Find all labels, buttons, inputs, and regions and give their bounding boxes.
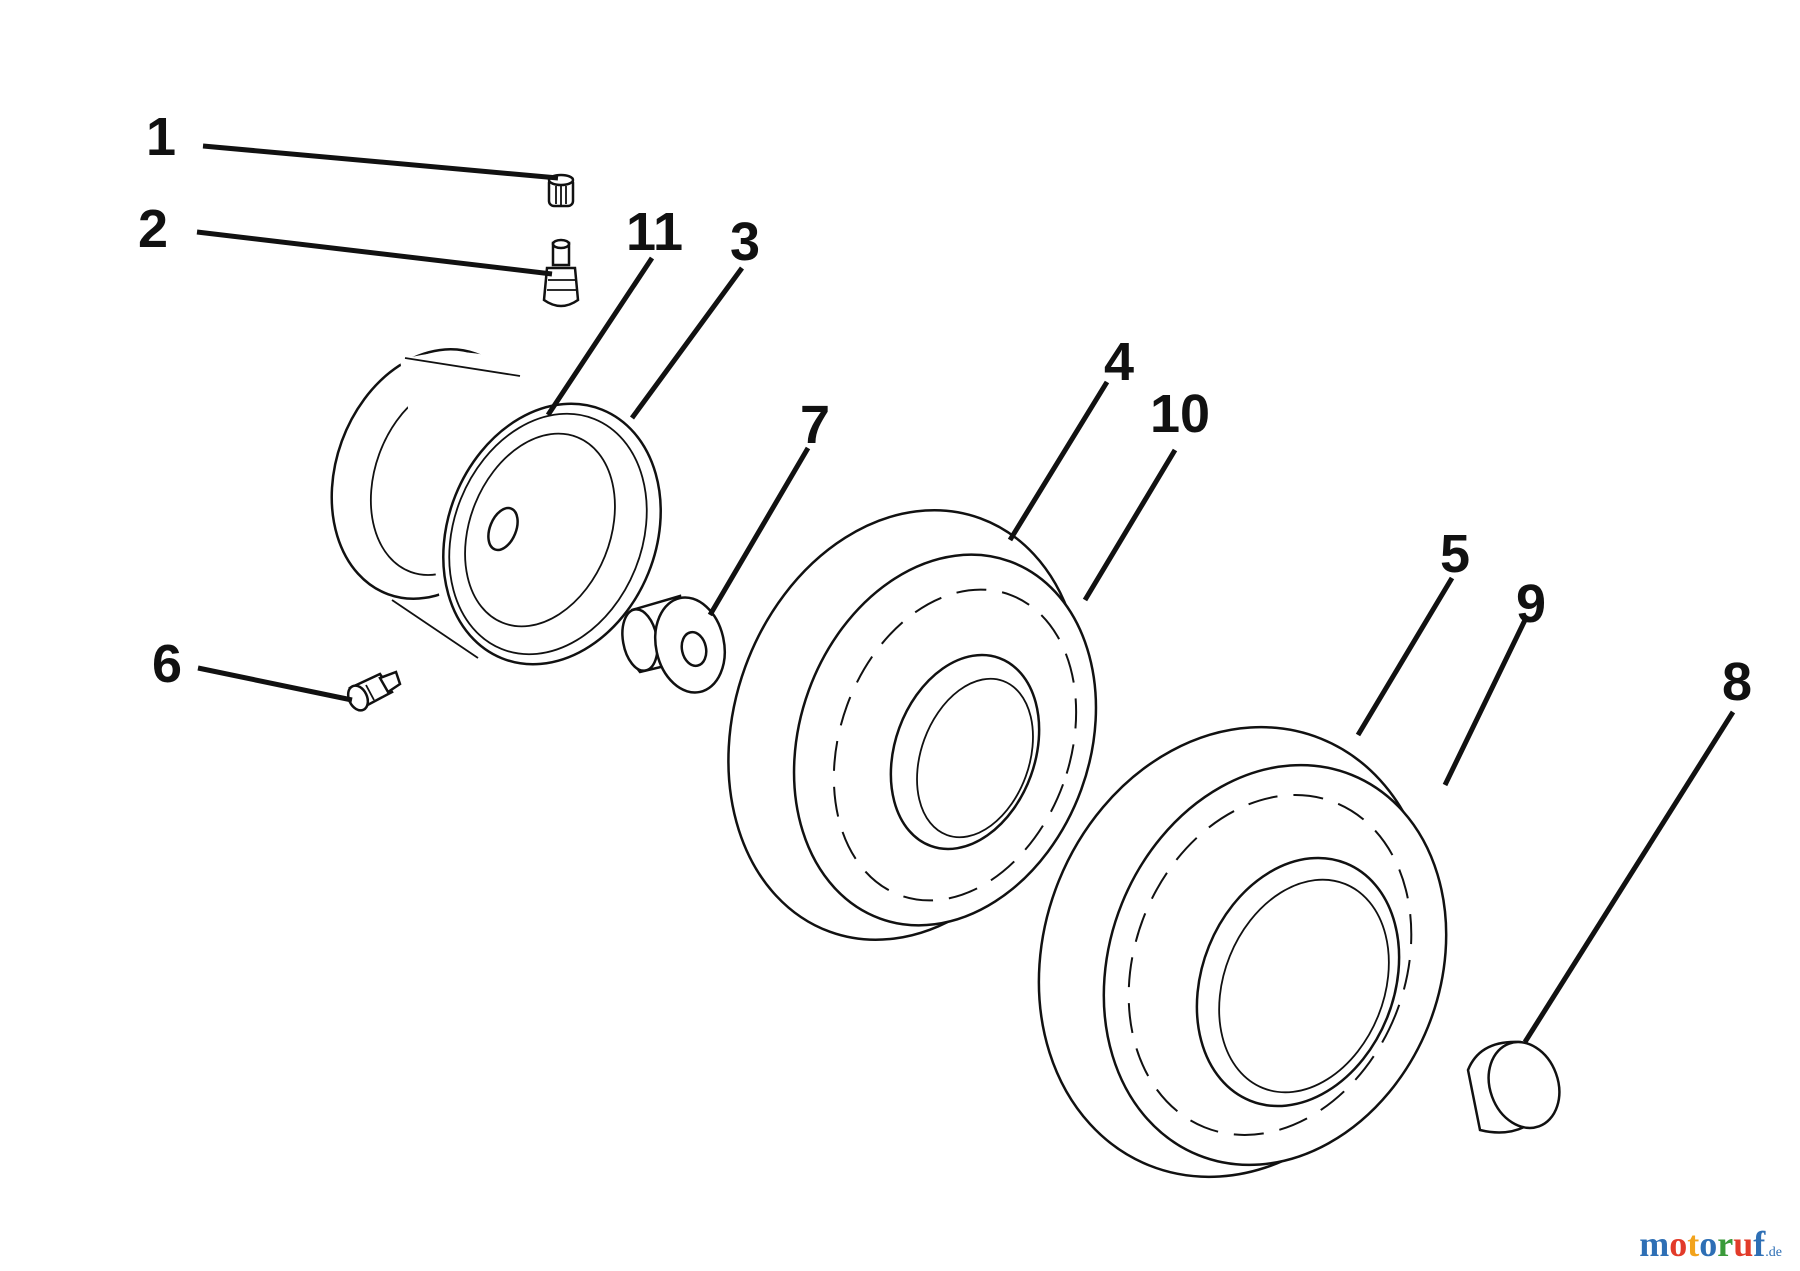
callout-8: 8: [1722, 652, 1752, 712]
leader-7: [707, 446, 811, 617]
leader-9: [1442, 618, 1528, 787]
flanged-bushing-part: [621, 594, 726, 694]
callout-10: 10: [1150, 384, 1210, 444]
front-tire-part: [727, 508, 1098, 942]
leader-6: [197, 665, 353, 703]
callout-3: 3: [730, 212, 760, 272]
watermark-letter: o: [1699, 1224, 1718, 1264]
leader-2: [196, 229, 553, 277]
callout-labels: 1 2 3 4 5 6 7 8 9 10 11: [138, 107, 1752, 712]
leader-4: [1007, 380, 1110, 542]
leader-5: [1355, 576, 1455, 737]
watermark-letter: r: [1717, 1224, 1734, 1264]
callout-6: 6: [152, 634, 182, 694]
valve-stem-part: [542, 238, 580, 308]
leader-1: [202, 143, 559, 181]
leader-8: [1522, 710, 1736, 1044]
leader-lines: [196, 143, 1736, 1044]
grease-fitting-part: [346, 670, 402, 712]
wheel-rim-part: [330, 348, 662, 666]
callout-9: 9: [1516, 574, 1546, 634]
motoruf-watermark-logo: motoruf.de: [1639, 1223, 1782, 1265]
watermark-letter: o: [1669, 1224, 1688, 1264]
watermark-letter: u: [1733, 1224, 1754, 1264]
leader-11: [545, 256, 655, 417]
callout-4: 4: [1104, 332, 1134, 392]
watermark-letter: m: [1639, 1224, 1670, 1264]
watermark-letter: f: [1753, 1224, 1766, 1264]
leader-10: [1082, 448, 1178, 602]
hub-cap-part: [1466, 1040, 1561, 1134]
callout-5: 5: [1440, 524, 1470, 584]
callout-1: 1: [146, 107, 176, 167]
leader-3: [629, 266, 745, 420]
callout-2: 2: [138, 199, 168, 259]
callout-11: 11: [626, 202, 683, 262]
valve-cap-part: [547, 173, 575, 208]
callout-7: 7: [800, 395, 830, 455]
watermark-letter: t: [1687, 1224, 1700, 1264]
rear-tire-part: [1037, 725, 1448, 1179]
watermark-tld: .de: [1765, 1245, 1782, 1260]
